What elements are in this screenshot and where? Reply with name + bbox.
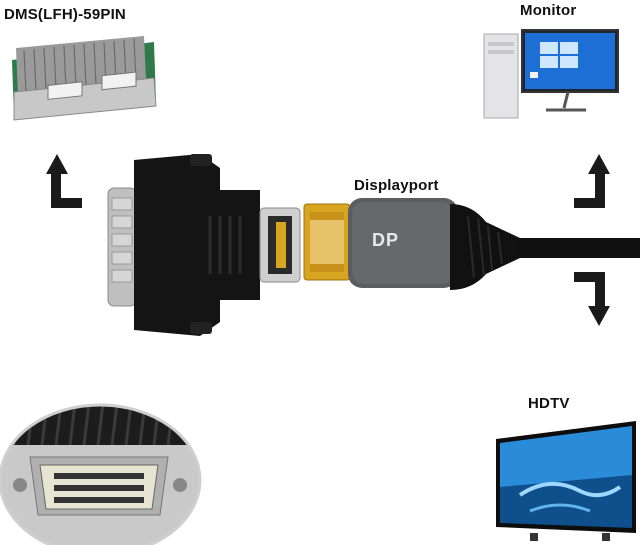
monitor-image	[483, 29, 619, 119]
hdtv-image	[496, 421, 636, 541]
displayport-label: Displayport	[354, 177, 439, 194]
arrow-up-right-icon	[574, 154, 610, 208]
connector-closeup-image	[0, 403, 202, 545]
arrow-up-left-icon	[46, 154, 82, 208]
hdtv-label: HDTV	[528, 395, 570, 412]
dms-label: DMS(LFH)-59PIN	[4, 6, 126, 23]
dms59-adapter-image	[107, 154, 301, 336]
displayport-cable-image	[303, 198, 640, 290]
plug-marking: DP	[372, 230, 400, 250]
monitor-label: Monitor	[520, 2, 577, 19]
graphics-card-image	[12, 36, 157, 121]
arrow-down-right-icon	[574, 272, 610, 326]
